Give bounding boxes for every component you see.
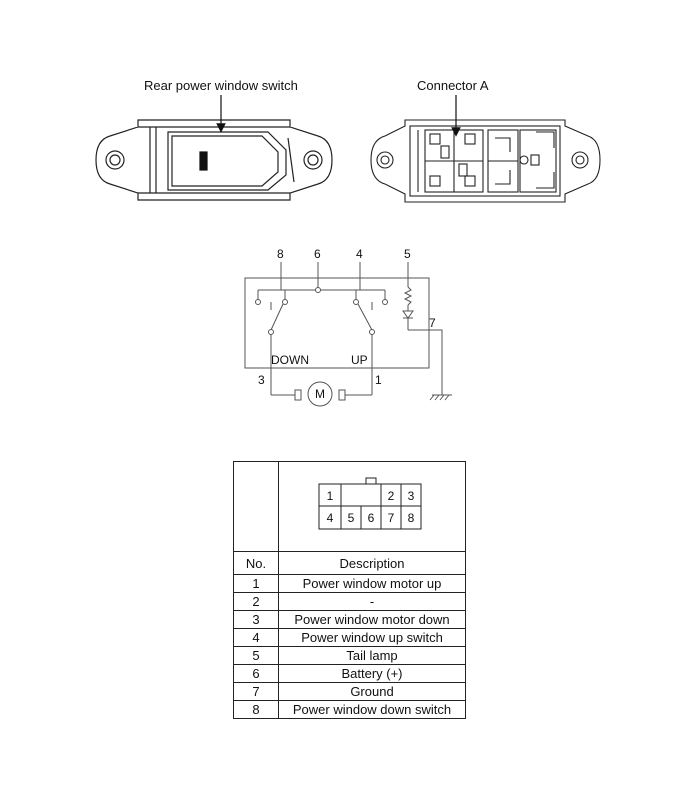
pin-no: 1 bbox=[233, 574, 279, 593]
face-pin-8: 8 bbox=[408, 511, 415, 525]
pin-no: 7 bbox=[233, 682, 279, 701]
pin-description: - bbox=[278, 592, 466, 611]
up-label: UP bbox=[351, 353, 368, 367]
down-label: DOWN bbox=[271, 353, 309, 367]
switch-title: Rear power window switch bbox=[144, 78, 298, 93]
face-pin-3: 3 bbox=[408, 489, 415, 503]
motor-symbol bbox=[307, 381, 333, 407]
empty-cell bbox=[233, 461, 279, 552]
motor-label: M bbox=[315, 387, 325, 401]
table-header-row: No. Description bbox=[233, 551, 466, 575]
pin-description: Power window motor up bbox=[278, 574, 466, 593]
circuit-schematic: 8 6 4 5 7 3 1 DOWN UP M bbox=[244, 247, 452, 407]
pin-no: 8 bbox=[233, 700, 279, 719]
pin-description: Tail lamp bbox=[278, 646, 466, 665]
pin-label-8: 8 bbox=[277, 247, 284, 261]
pin-description: Power window down switch bbox=[278, 700, 466, 719]
pin-no: 2 bbox=[233, 592, 279, 611]
pin-no: 4 bbox=[233, 628, 279, 647]
face-pin-2: 2 bbox=[388, 489, 395, 503]
pin-label-1: 1 bbox=[375, 373, 382, 387]
header-no: No. bbox=[233, 551, 279, 575]
connector-title: Connector A bbox=[417, 78, 489, 93]
face-pin-1: 1 bbox=[327, 489, 334, 503]
connector-a-drawing bbox=[370, 119, 601, 203]
pin-description: Power window motor down bbox=[278, 610, 466, 629]
pin-description: Power window up switch bbox=[278, 628, 466, 647]
rear-switch-drawing bbox=[95, 119, 333, 201]
pin-no: 5 bbox=[233, 646, 279, 665]
connector-face-cell: 1 2 3 4 5 6 7 8 bbox=[278, 461, 466, 552]
header-description: Description bbox=[278, 551, 466, 575]
pin-label-4: 4 bbox=[356, 247, 363, 261]
connector-face-row: 1 2 3 4 5 6 7 8 bbox=[233, 461, 466, 552]
pin-no: 6 bbox=[233, 664, 279, 683]
face-pin-5: 5 bbox=[348, 511, 355, 525]
connector-face: 1 2 3 4 5 6 7 8 bbox=[318, 477, 422, 530]
component-drawings bbox=[95, 95, 601, 203]
pin-no: 3 bbox=[233, 610, 279, 629]
pin-description: Ground bbox=[278, 682, 466, 701]
switch-box bbox=[244, 277, 430, 369]
pin-label-3: 3 bbox=[258, 373, 265, 387]
pin-description: Battery (+) bbox=[278, 664, 466, 683]
face-pin-6: 6 bbox=[368, 511, 375, 525]
face-pin-4: 4 bbox=[327, 511, 334, 525]
pin-label-5: 5 bbox=[404, 247, 411, 261]
pin-label-6: 6 bbox=[314, 247, 321, 261]
pin-label-7: 7 bbox=[429, 316, 436, 330]
table-row: 2- bbox=[233, 592, 466, 611]
face-pin-7: 7 bbox=[388, 511, 395, 525]
